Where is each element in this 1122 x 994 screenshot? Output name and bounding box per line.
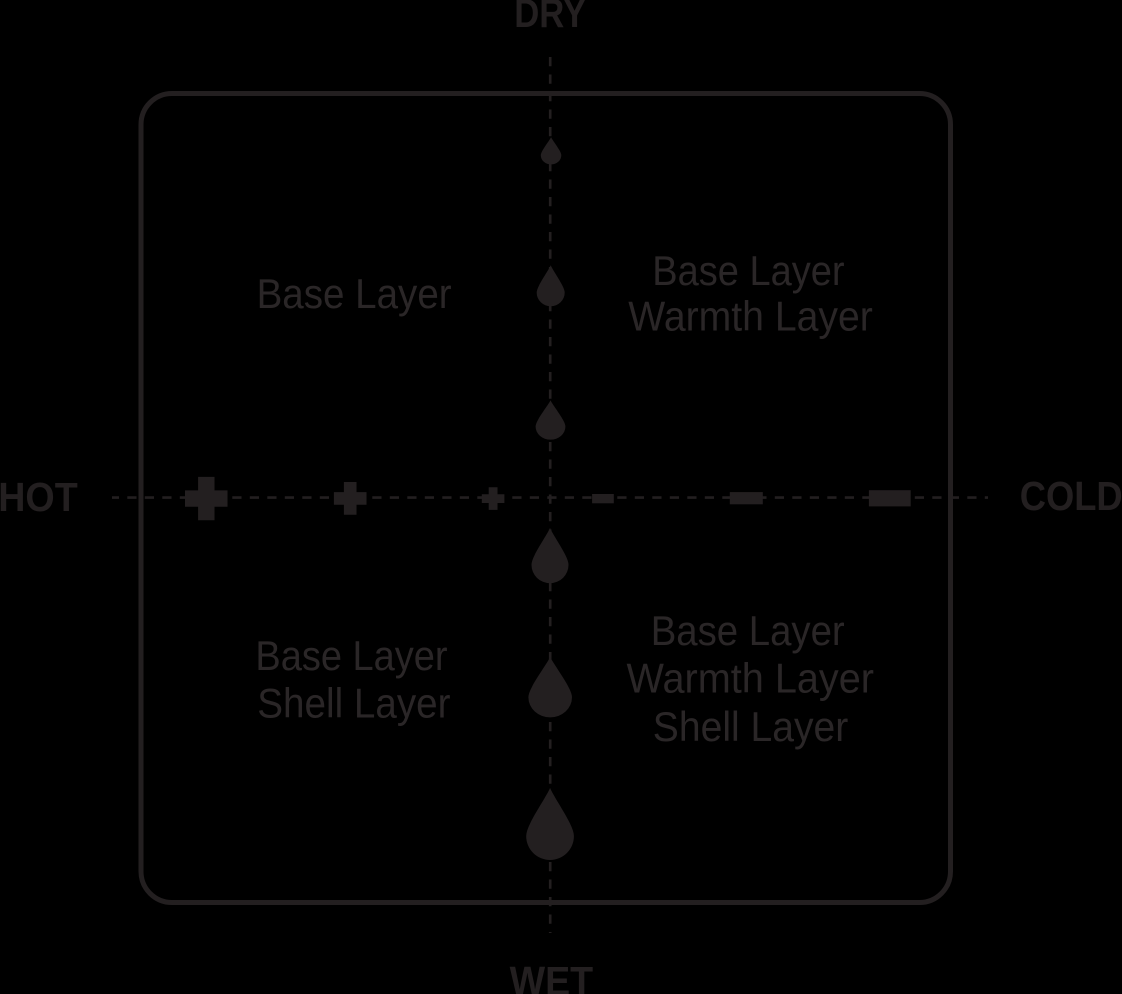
svg-text:WET: WET xyxy=(510,958,593,994)
svg-text:Base Layer: Base Layer xyxy=(255,632,447,679)
svg-text:Warmth Layer: Warmth Layer xyxy=(627,654,875,701)
svg-text:Base Layer: Base Layer xyxy=(257,270,452,317)
svg-text:COLD: COLD xyxy=(1020,473,1122,519)
svg-text:DRY: DRY xyxy=(514,0,586,36)
svg-text:Shell Layer: Shell Layer xyxy=(653,703,849,750)
svg-text:HOT: HOT xyxy=(0,474,78,520)
svg-text:Base Layer: Base Layer xyxy=(651,607,845,654)
svg-text:Base Layer: Base Layer xyxy=(652,247,844,294)
svg-text:Warmth Layer: Warmth Layer xyxy=(628,293,873,340)
svg-text:Shell Layer: Shell Layer xyxy=(257,679,450,726)
